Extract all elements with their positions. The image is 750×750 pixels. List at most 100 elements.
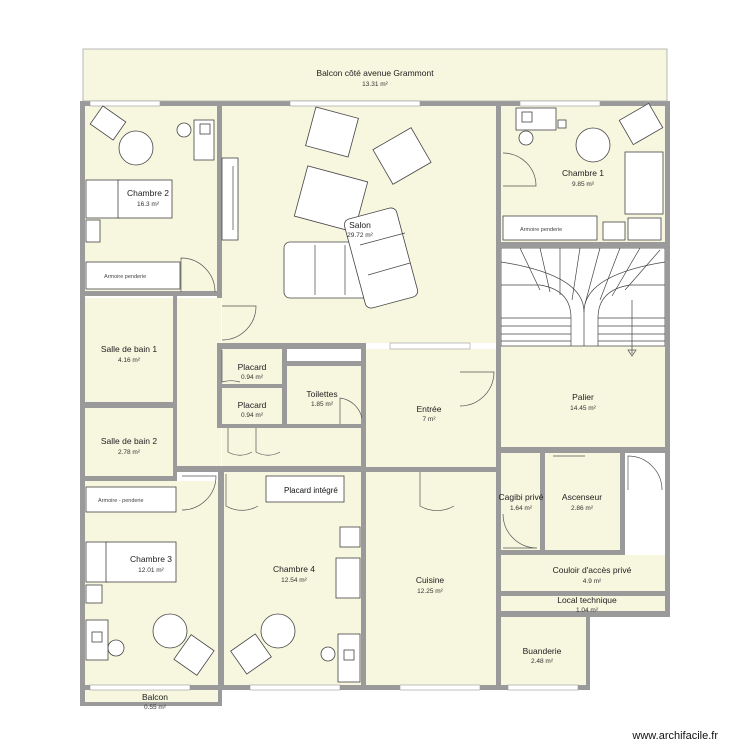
couloir-floor [501,555,665,591]
hall-floor [177,298,221,466]
furniture-salon [221,106,432,309]
chambre-4-name: Chambre 4 [273,564,315,574]
door-chambre4 [225,474,259,511]
door-placard1 [221,350,241,383]
wall-h-chambre2-bottom [85,291,221,296]
wall-h-local-top [501,591,670,596]
wall-h-sdb1-bottom [85,402,173,408]
chambre-2-name: Chambre 2 [127,188,169,198]
placard-1-floor [222,349,282,384]
wall-h-sdb2-bottom [85,476,177,481]
furniture-chambre4: Placard intégré [230,475,361,683]
cagibi-name: Cagibi privé [499,492,544,502]
door-cagibi [502,513,538,549]
door-chambre1 [502,152,537,187]
wall-balcony-bottom [80,702,220,706]
wall-h-corridor-top [217,424,366,428]
corridor-floor [222,428,362,466]
doors [180,152,663,549]
furniture-chambre3: Armoire - penderie [85,486,215,676]
chambre-4-area: 12.54 m² [281,577,307,584]
wall-h-local-bottom [501,611,670,617]
wall-h-chambre4-top [177,466,366,472]
wall-v-cagibi-right [540,453,545,555]
entree-name: Entrée [416,404,441,414]
wall-h-salon-bottom [217,343,366,349]
door-corridor-b [255,428,281,456]
palier-name: Palier [572,392,594,402]
balcon-grammont-area: 13.31 m² [362,81,388,88]
couloir-area: 4.9 m² [583,578,602,585]
wall-v-buanderie-right [586,611,590,690]
ascenseur-area: 2.86 m² [571,505,594,512]
chambre-1-name: Chambre 1 [562,168,604,178]
cuisine-floor [366,472,496,685]
armoire-chambre2-label: Armoire penderie [104,274,146,280]
balcon-bas-floor [85,690,218,702]
watermark: www.archifacile.fr [631,730,718,742]
couloir-name: Couloir d'accès privé [553,565,632,575]
wall-v-placard [217,343,222,428]
placard-2-area: 0.94 m² [241,412,264,419]
buanderie-area: 2.48 m² [531,658,554,665]
furniture-chambre1: Armoire penderie [502,102,664,241]
placard-1-name: Placard [238,362,267,372]
wall-v-entree-left [361,343,366,685]
door-couloir [627,455,663,491]
armoire-chambre1-label: Armoire penderie [520,227,562,233]
wall-left [80,101,85,705]
chambre-1-area: 9.85 m² [572,181,595,188]
balcon-grammont-floor [83,49,667,101]
wall-h-chambre1-bottom [501,242,665,248]
cagibi-area: 1.64 m² [510,505,533,512]
entree-floor [366,349,496,467]
windows [89,100,601,691]
staircase [500,247,666,357]
salon-name: Salon [349,220,371,230]
wall-h-palier-bottom [501,447,665,453]
placard-integre-label: Placard intégré [284,486,338,495]
balcon-grammont-name: Balcon côté avenue Grammont [316,68,434,78]
wall-v-ascenseur-right [620,453,625,555]
wall-v-chambre3-right [218,466,224,685]
salle-de-bain-2-area: 2.78 m² [118,449,141,456]
salle-de-bain-1-floor [85,298,173,402]
wall-h-toilettes-top [282,361,366,366]
door-chambre2 [180,257,216,293]
entree-area: 7 m² [423,416,437,423]
local-technique-floor [501,596,665,611]
toilettes-floor [287,366,361,424]
wall-v-hall-left [173,296,177,476]
door-toilettes [339,397,363,424]
wall-h-placards-mid [222,384,282,388]
door-entree [459,371,495,407]
palier-area: 14.45 m² [570,405,596,412]
wall-balcony-right [218,685,222,706]
ascenseur-floor [545,453,620,550]
local-technique-area: 1.04 m² [576,607,599,614]
door-chambre3 [181,475,217,511]
chambre-3-name: Chambre 3 [130,554,172,564]
placard-2-floor [222,388,282,424]
salle-de-bain-2-floor [85,408,173,476]
door-cuisine [419,472,455,511]
buanderie-floor [501,617,586,685]
ascenseur-name: Ascenseur [562,492,602,502]
balcon-bas-area: 0.55 m² [144,704,167,711]
salle-de-bain-2-name: Salle de bain 2 [101,436,158,446]
cuisine-area: 12.25 m² [417,588,443,595]
door-corridor-a [227,428,253,456]
cuisine-name: Cuisine [416,575,445,585]
salon-area: 29.72 m² [347,232,373,239]
placard-1-area: 0.94 m² [241,374,264,381]
cagibi-floor [501,453,540,550]
buanderie-name: Buanderie [523,646,562,656]
room-labels: Balcon côté avenue Grammont 13.31 m² Cha… [101,68,632,711]
toilettes-name: Toilettes [306,389,337,399]
placard-2-name: Placard [238,400,267,410]
wall-right-upper [665,101,670,617]
door-salon [221,305,257,341]
armoire-chambre3-label: Armoire - penderie [98,498,144,504]
salle-de-bain-1-name: Salle de bain 1 [101,344,158,354]
